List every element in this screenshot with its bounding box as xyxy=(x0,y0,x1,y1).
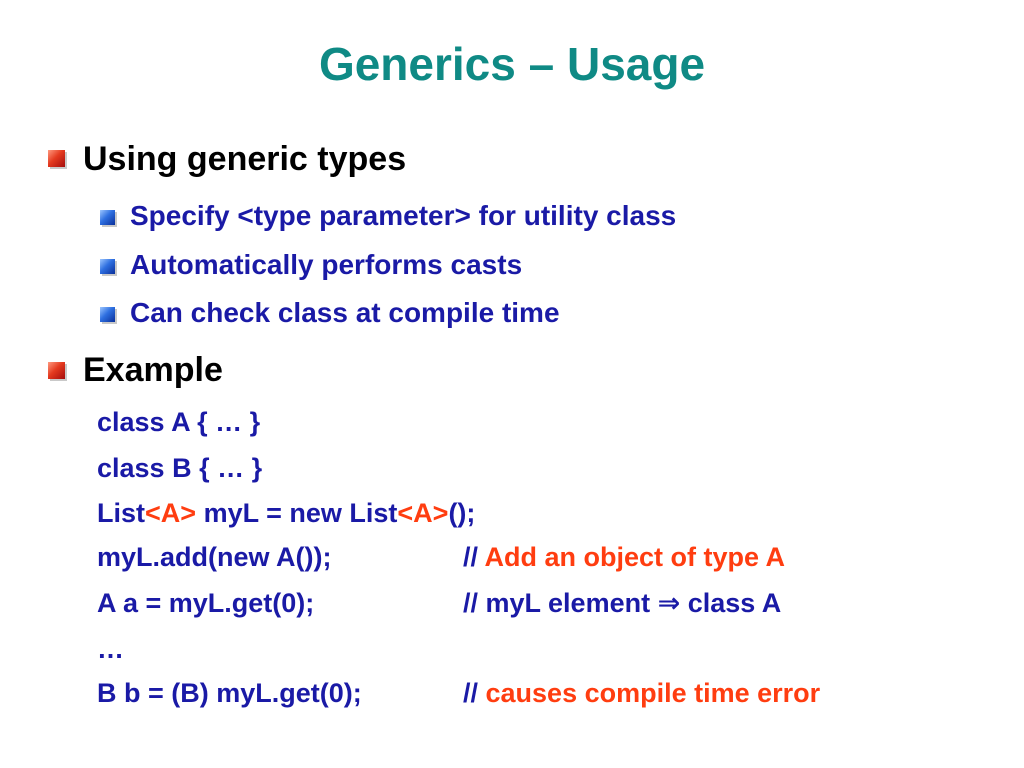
comment-text: causes compile time error xyxy=(485,678,821,708)
bullet-using-generic-types: Using generic types xyxy=(83,140,407,178)
red-square-bullet-icon xyxy=(48,362,65,379)
code-token-type-param: <A> xyxy=(397,498,449,528)
blue-square-bullet-icon xyxy=(100,259,115,274)
blue-square-bullet-icon xyxy=(100,210,115,225)
blue-square-bullet-icon xyxy=(100,307,115,322)
red-square-bullet-icon xyxy=(48,150,65,167)
code-line-get: A a = myL.get(0); xyxy=(97,588,315,618)
slide-title: Generics – Usage xyxy=(318,38,706,90)
code-line-class-b: class B { … } xyxy=(97,453,263,483)
code-line-add: myL.add(new A()); xyxy=(97,542,332,572)
comment-text: Add an object of type A xyxy=(484,542,786,572)
code-line-cast: B b = (B) myL.get(0); xyxy=(97,678,362,708)
code-comment-add: // Add an object of type A xyxy=(463,540,785,574)
code-token-type-param: <A> xyxy=(145,498,197,528)
code-line-class-a: class A { … } xyxy=(97,407,261,437)
code-token: (); xyxy=(448,498,476,528)
code-comment-get: // myL element ⇒ class A xyxy=(463,588,782,618)
code-line-ellipsis: … xyxy=(97,634,124,664)
comment-prefix: // xyxy=(463,678,486,708)
sub-bullet-specify: Specify <type parameter> for utility cla… xyxy=(130,200,677,231)
sub-bullet-casts: Automatically performs casts xyxy=(130,249,523,280)
code-token: List xyxy=(97,498,146,528)
bullet-example: Example xyxy=(83,351,223,389)
sub-bullet-compile-check: Can check class at compile time xyxy=(130,297,560,328)
code-token: myL = new List xyxy=(196,498,398,528)
comment-prefix: // xyxy=(463,542,485,572)
code-comment-cast: // causes compile time error xyxy=(463,676,820,710)
code-line-list-declaration: List<A> myL = new List<A>(); xyxy=(97,496,475,530)
